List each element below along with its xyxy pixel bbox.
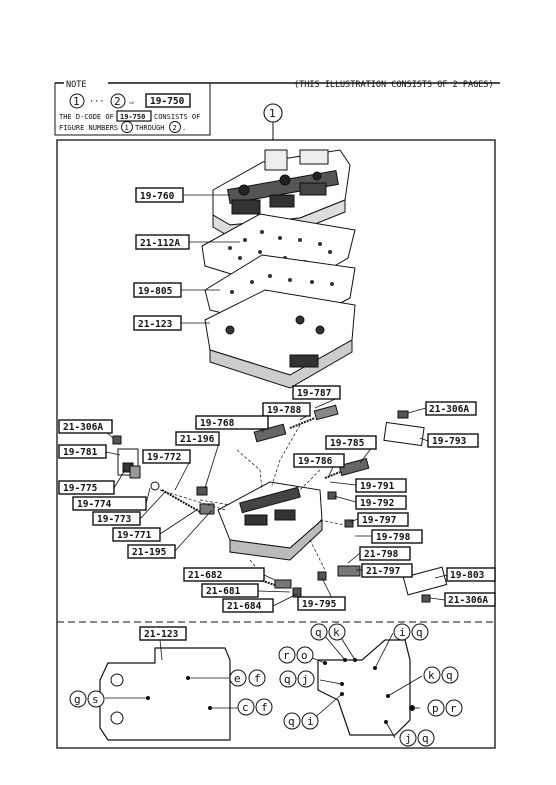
mark-r: r — [283, 649, 290, 662]
note-circle-2: 2 — [114, 95, 121, 108]
control-valve-body — [217, 481, 323, 561]
label-19-760: 19-760 — [140, 191, 175, 202]
mark-q-3: q — [284, 673, 291, 686]
valve-parts — [112, 404, 448, 603]
note-line2-circle-1: 1 — [125, 124, 129, 132]
label-19-768: 19-768 — [200, 418, 235, 429]
mark-k-1: k — [333, 626, 340, 639]
label-19-771: 19-771 — [117, 530, 152, 541]
label-19-805: 19-805 — [138, 286, 173, 297]
mark-j-1: j — [302, 673, 309, 686]
label-19-791: 19-791 — [360, 481, 395, 492]
note-line1-post: CONSISTS OF — [154, 113, 200, 121]
mark-p: p — [432, 702, 439, 715]
mark-e: e — [234, 672, 241, 685]
label-19-803: 19-803 — [450, 570, 485, 581]
mark-k-2: k — [428, 669, 435, 682]
leader-lines — [105, 194, 448, 607]
label-21-306A-right: 21-306A — [429, 404, 469, 415]
label-21-798: 21-798 — [364, 549, 399, 560]
label-21-682: 21-682 — [188, 570, 222, 581]
lower-valve-body — [204, 289, 356, 389]
mark-f-2: f — [261, 701, 268, 714]
figure-frame — [56, 139, 496, 749]
mark-j-2: j — [405, 732, 412, 745]
mark-g: g — [74, 693, 81, 706]
label-21-123: 21-123 — [138, 319, 173, 330]
label-21-797: 21-797 — [366, 566, 400, 577]
note-line2-end: . — [182, 124, 186, 132]
label-21-195: 21-195 — [132, 547, 167, 558]
label-19-793: 19-793 — [432, 436, 467, 447]
mark-c: c — [242, 701, 249, 714]
label-19-785: 19-785 — [330, 438, 365, 449]
note-circle-1: 1 — [73, 95, 80, 108]
label-19-773: 19-773 — [97, 514, 132, 525]
gasket-detail: 21-123 — [69, 623, 463, 747]
note-line2-circle-2: 2 — [173, 124, 177, 132]
note-dots: ··· — [89, 97, 104, 107]
note-line1-pre: THE D-CODE OF — [59, 113, 114, 121]
mark-i-2: i — [307, 715, 314, 728]
note-ref: 19-750 — [150, 96, 185, 107]
mark-r-2: r — [450, 702, 457, 715]
label-19-795: 19-795 — [302, 599, 337, 610]
label-19-798: 19-798 — [376, 532, 411, 543]
header: NOTE 1 ··· 2 ⇨ 19-750 THE D-CODE OF 19-7… — [54, 79, 500, 140]
label-19-788: 19-788 — [267, 405, 302, 416]
label-19-797: 19-797 — [362, 515, 396, 526]
label-21-196: 21-196 — [180, 434, 215, 445]
part-labels: 19-760 21-112A 19-805 21-123 19-787 19-7… — [58, 187, 496, 613]
note-line2-mid: THROUGH — [135, 124, 165, 132]
label-21-306A-bottom: 21-306A — [448, 595, 488, 606]
mark-i-1: i — [399, 626, 406, 639]
mark-f-1: f — [254, 672, 261, 685]
label-21-684: 21-684 — [227, 601, 262, 612]
mark-s: s — [92, 693, 99, 706]
mark-q-2: q — [416, 626, 423, 639]
label-21-306A-left: 21-306A — [63, 422, 103, 433]
mark-o: o — [301, 649, 308, 662]
detail-label-21-123: 21-123 — [144, 629, 179, 640]
label-21-681: 21-681 — [206, 586, 241, 597]
label-21-112A: 21-112A — [140, 238, 180, 249]
pages-note: (THIS ILLUSTRATION CONSISTS OF 2 PAGES) — [294, 80, 494, 90]
arrow-icon: ⇨ — [129, 98, 135, 108]
label-19-775: 19-775 — [63, 483, 98, 494]
label-19-781: 19-781 — [63, 447, 98, 458]
note-line1-code: 19-750 — [120, 113, 145, 121]
mark-q-6: q — [422, 732, 429, 745]
label-19-792: 19-792 — [360, 498, 394, 509]
label-19-774: 19-774 — [77, 499, 112, 510]
mark-q-1: q — [315, 626, 322, 639]
note-line2-pre: FIGURE NUMBERS — [59, 124, 118, 132]
note-title: NOTE — [66, 80, 86, 90]
figure-number: 1 — [269, 107, 276, 120]
label-19-787: 19-787 — [297, 388, 331, 399]
label-19-772: 19-772 — [147, 452, 181, 463]
label-19-786: 19-786 — [298, 456, 333, 467]
mark-q-4: q — [446, 669, 453, 682]
mark-q-5: q — [288, 715, 295, 728]
